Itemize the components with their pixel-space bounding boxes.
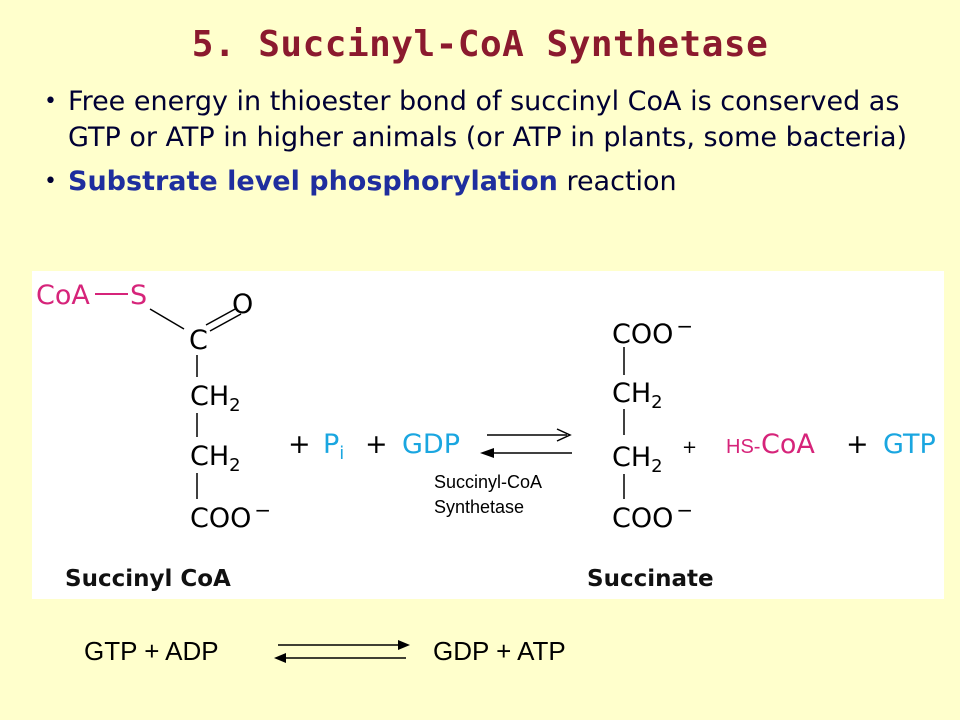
enzyme-label-line-2: Synthetase: [434, 497, 525, 517]
ch2-product-upper: CH2: [612, 378, 663, 413]
succinate-name: Succinate: [587, 566, 714, 592]
ch2-upper: CH2: [190, 381, 241, 416]
bottom-equation-right: GDP + ATP: [433, 636, 566, 666]
plus-2: +: [365, 429, 388, 460]
ch2-product-lower: CH2: [612, 442, 663, 477]
enzyme-label-line-1: Succinyl-CoA: [434, 472, 543, 492]
bullet-dot: •: [44, 169, 57, 194]
double-bond-1: [205, 307, 238, 326]
bullet-highlight: Substrate level phosphorylation: [68, 166, 558, 197]
plus-4: +: [846, 429, 869, 460]
reverse-arrowhead: [480, 448, 494, 458]
coa-product-label: CoA: [761, 429, 815, 460]
bottom-equation-left: GTP + ADP: [84, 636, 219, 666]
bullet-text-reaction: reaction: [557, 166, 677, 197]
sulfur-label: S: [130, 280, 147, 311]
forward-arrowhead: [556, 428, 572, 442]
enzyme-label: Succinyl-CoA Synthetase: [434, 470, 542, 520]
reaction-diagram: CoA S O C CH2 CH2 COO− + Pi + GDP COO− C…: [32, 271, 944, 599]
carbon-label: C: [189, 325, 208, 356]
phosphate-label: Pi: [323, 429, 344, 464]
bottom-reverse-arrowhead: [274, 653, 286, 663]
bullet-item-phosphorylation: • Substrate level phosphorylation reacti…: [40, 164, 920, 200]
bullet-text-energy: Free energy in thioester bond of succiny…: [68, 86, 908, 153]
coa-label: CoA: [36, 280, 90, 311]
oxygen-label: O: [232, 289, 253, 320]
bottom-equilibrium-arrows: [274, 640, 410, 663]
coo-reactant: COO−: [190, 498, 271, 534]
hs-label: HS-: [726, 436, 760, 458]
coo-product-top: COO−: [612, 314, 693, 350]
ch2-lower: CH2: [190, 441, 241, 476]
plus-1: +: [288, 429, 311, 460]
bottom-forward-arrowhead: [398, 640, 410, 650]
succinyl-coa-name: Succinyl CoA: [65, 566, 231, 592]
gtp-label: GTP: [883, 429, 936, 460]
double-bond-2: [209, 313, 242, 332]
reaction-svg: CoA S O C CH2 CH2 COO− + Pi + GDP COO− C…: [36, 280, 936, 592]
coo-product-bottom: COO−: [612, 498, 693, 534]
bullet-list: • Free energy in thioester bond of succi…: [40, 84, 920, 208]
bullet-dot: •: [44, 89, 57, 114]
gdp-label: GDP: [402, 429, 460, 460]
bullet-item-energy: • Free energy in thioester bond of succi…: [40, 84, 920, 156]
plus-3: +: [682, 437, 697, 458]
s-c-bond: [149, 308, 185, 330]
slide-title: 5. Succinyl-CoA Synthetase: [191, 24, 769, 65]
